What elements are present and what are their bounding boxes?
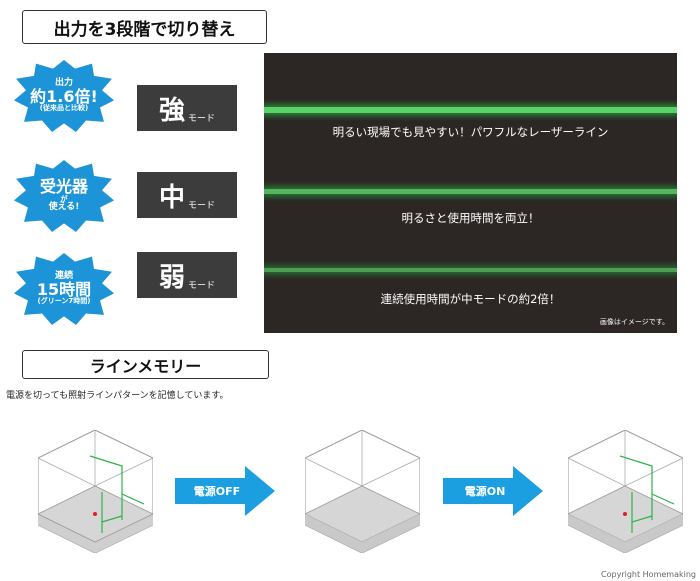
mode-suffix: モード — [188, 281, 216, 291]
arrow-label: 電源OFF — [193, 485, 241, 498]
mode-label: 強 — [158, 96, 185, 126]
section-title-memory: ラインメモリー — [22, 350, 269, 379]
laser-line-medium — [264, 189, 677, 194]
laser-line-strong — [264, 107, 677, 113]
copyright: Copyright Homemaking — [601, 570, 696, 579]
badge-output-power: 出力 約1.6倍! (従来品と比較) — [14, 60, 114, 132]
badge-line: 連続 — [54, 271, 73, 282]
badge-line: 15時間 — [36, 279, 92, 299]
image-note: 画像はイメージです。 — [599, 318, 669, 326]
badge-line: 使える! — [48, 202, 80, 213]
mode-medium: 中 モード — [137, 172, 237, 218]
badge-line: 出力 — [54, 78, 73, 89]
badge-receiver: 受光器 が 使える! — [14, 160, 114, 232]
caption-weak: 連続使用時間が中モードの約2倍！ — [380, 292, 561, 306]
arrow-label: 電源ON — [464, 485, 506, 498]
mode-suffix: モード — [188, 201, 216, 211]
mode-label: 弱 — [158, 263, 185, 293]
mode-strong: 強 モード — [137, 85, 237, 131]
arrow-power-on: 電源ON — [443, 466, 543, 516]
arrow-power-off: 電源OFF — [175, 466, 275, 516]
caption-medium: 明るさと使用時間を両立！ — [401, 211, 540, 225]
mode-weak: 弱 モード — [137, 252, 237, 298]
cube-lines-restored — [567, 429, 684, 554]
badge-line: 約1.6倍! — [30, 86, 98, 106]
cube-lines-on — [37, 429, 154, 554]
badge-runtime: 連続 15時間 (グリーン7時間) — [14, 253, 114, 325]
badge-line: 受光器 — [39, 177, 88, 197]
mode-label: 中 — [158, 183, 185, 213]
badge-line: (従来品と比較) — [39, 104, 89, 113]
section-title-output: 出力を3段階で切り替え — [22, 10, 267, 44]
mode-suffix: モード — [188, 114, 216, 124]
laser-line-weak — [264, 268, 677, 272]
cube-lines-off — [304, 429, 421, 554]
badge-line: が — [60, 195, 68, 203]
laser-demo-panel: 明るい現場でも見やすい！パワフルなレーザーライン 明るさと使用時間を両立！ 連続… — [264, 53, 677, 333]
memory-description: 電源を切っても照射ラインパターンを記憶しています。 — [6, 391, 229, 401]
caption-strong: 明るい現場でも見やすい！パワフルなレーザーライン — [332, 125, 609, 139]
badge-line: (グリーン7時間) — [37, 297, 91, 306]
